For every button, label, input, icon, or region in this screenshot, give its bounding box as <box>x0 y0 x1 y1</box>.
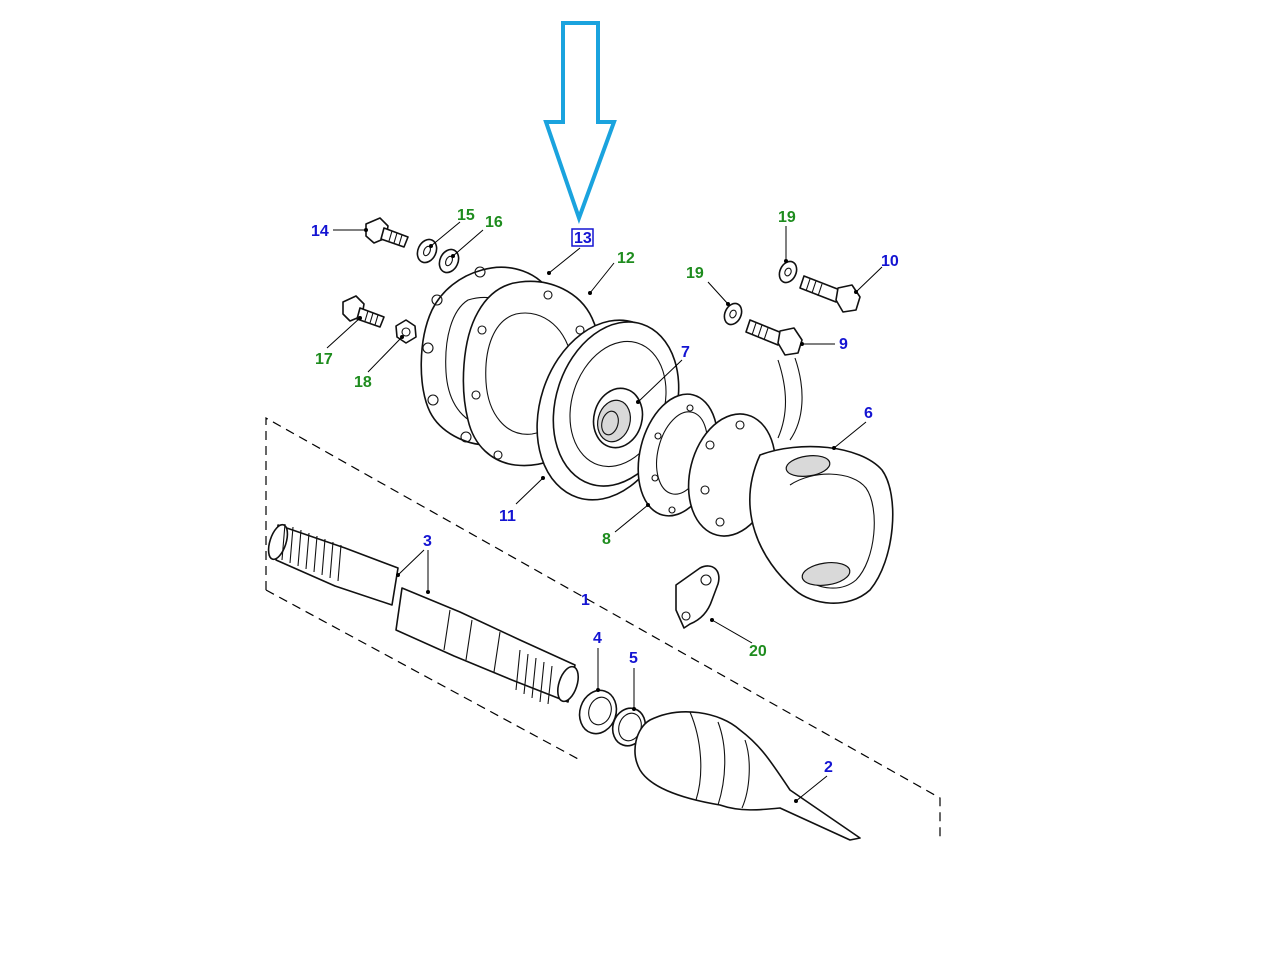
label-3[interactable]: 3 <box>423 533 432 550</box>
label-19-top[interactable]: 19 <box>778 209 796 226</box>
shaft-3 <box>267 523 580 705</box>
washer-16 <box>438 248 460 274</box>
bearing-7 <box>592 387 644 449</box>
label-17[interactable]: 17 <box>315 351 333 368</box>
bolt-10 <box>799 275 861 313</box>
label-9[interactable]: 9 <box>839 336 848 353</box>
label-2[interactable]: 2 <box>824 759 833 776</box>
highlight-box-13 <box>571 228 594 247</box>
leader-lines <box>326 221 883 803</box>
bolt-17 <box>342 295 385 328</box>
label-8[interactable]: 8 <box>602 531 611 548</box>
label-18[interactable]: 18 <box>354 374 372 391</box>
spacer-4 <box>578 689 618 735</box>
washer-15 <box>416 238 438 264</box>
assembly-boundary <box>265 416 941 840</box>
label-16[interactable]: 16 <box>485 214 503 231</box>
label-5[interactable]: 5 <box>629 650 638 667</box>
bolt-14 <box>365 217 409 248</box>
label-12[interactable]: 12 <box>617 250 635 267</box>
label-11[interactable]: 11 <box>499 508 516 525</box>
part-labels: 14 15 16 13 12 19 19 10 9 7 17 18 6 11 8… <box>311 207 899 776</box>
label-10[interactable]: 10 <box>881 253 899 270</box>
label-15[interactable]: 15 <box>457 207 475 224</box>
label-13[interactable]: 13 <box>574 230 592 247</box>
label-19-mid[interactable]: 19 <box>686 265 704 282</box>
label-7[interactable]: 7 <box>681 344 690 361</box>
label-20[interactable]: 20 <box>749 643 767 660</box>
bolt-9 <box>745 319 803 356</box>
label-4[interactable]: 4 <box>593 630 602 647</box>
washer-19b <box>723 302 743 326</box>
highlight-arrow <box>543 21 617 224</box>
boot-shaft-2 <box>634 711 861 841</box>
label-14[interactable]: 14 <box>311 223 329 240</box>
cup-housing-6 <box>749 445 894 604</box>
label-1[interactable]: 1 <box>581 592 590 609</box>
washer-19a <box>778 260 798 284</box>
label-6[interactable]: 6 <box>864 405 873 422</box>
